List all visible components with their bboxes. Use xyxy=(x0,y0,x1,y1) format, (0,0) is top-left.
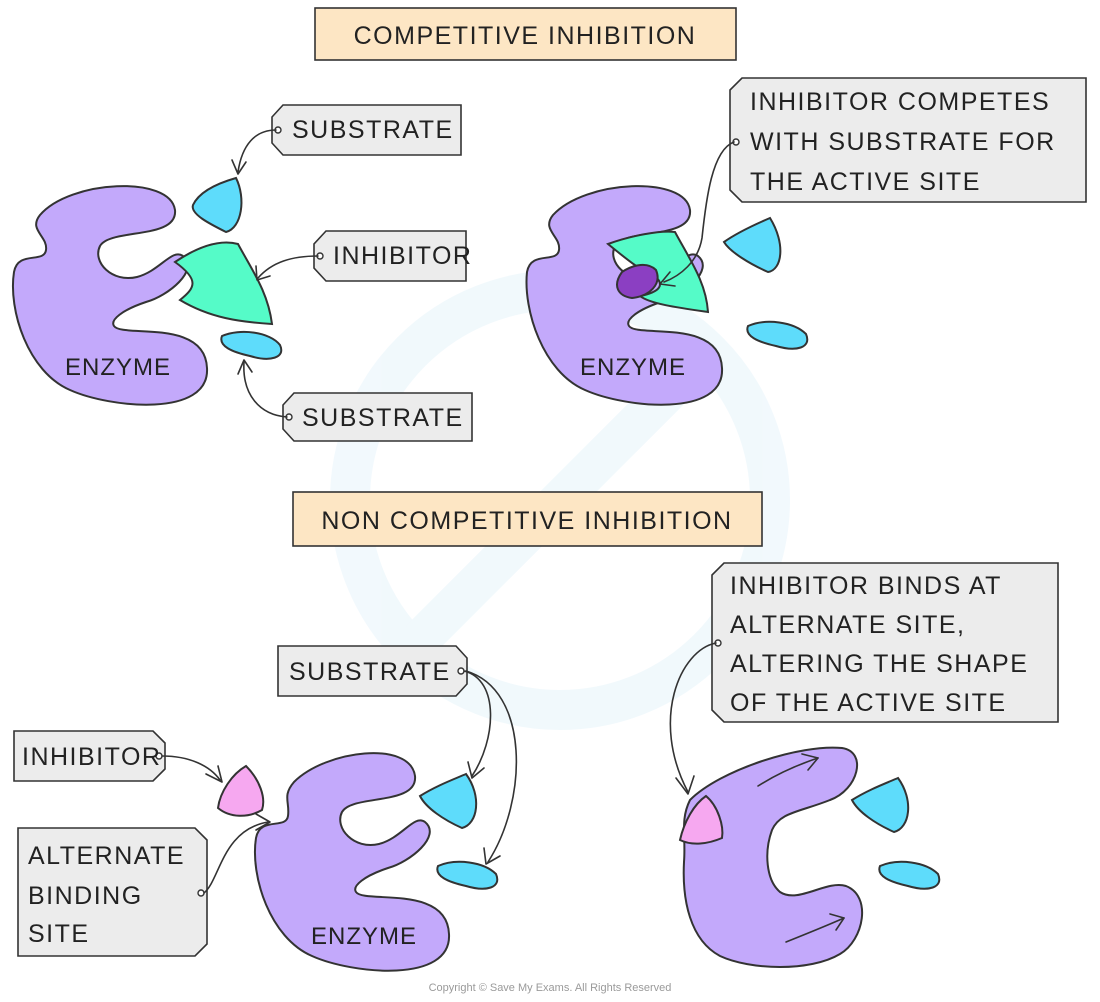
competitive-title: COMPETITIVE INHIBITION xyxy=(314,7,737,61)
enzyme-label: ENZYME xyxy=(65,354,171,381)
substrate-free-bottom xyxy=(878,860,941,890)
substrate-free-bottom xyxy=(746,320,809,350)
noncompetitive-note-line: INHIBITOR BINDS AT xyxy=(730,572,1002,600)
noncompetitive-title: NON COMPETITIVE INHIBITION xyxy=(292,491,763,547)
substrate-bottom-left xyxy=(220,330,283,360)
substrate-bottom-tag: SUBSTRATE xyxy=(237,359,473,442)
enzyme-left-noncompetitive xyxy=(254,752,451,972)
binding-site-line: BINDING xyxy=(28,882,143,910)
competitive-title-text: COMPETITIVE INHIBITION xyxy=(354,22,697,50)
noncompetitive-left-panel: ENZYME SUBSTRATE INHIBITOR ALTERNATE xyxy=(13,645,518,972)
substrate-top-tag: SUBSTRATE xyxy=(231,104,462,175)
inhibitor-label: INHIBITOR xyxy=(333,242,472,270)
inhibitor-in-active-site xyxy=(616,264,659,300)
inhibitor-left-competitive xyxy=(173,241,274,326)
competitive-left-panel: ENZYME SUBSTRATE INHIBITOR SUBSTRATE xyxy=(12,104,473,442)
binding-site-line: ALTERNATE xyxy=(28,842,185,870)
substrate-top-label: SUBSTRATE xyxy=(292,116,454,144)
competitive-note-line: INHIBITOR COMPETES xyxy=(750,88,1050,116)
binding-site-line: SITE xyxy=(28,920,90,948)
enzyme-label: ENZYME xyxy=(311,923,417,950)
copyright-text: Copyright © Save My Exams. All Rights Re… xyxy=(429,982,672,994)
substrate-free-top xyxy=(850,776,910,834)
noncompetitive-title-text: NON COMPETITIVE INHIBITION xyxy=(321,507,732,535)
enzyme-left-competitive xyxy=(12,185,209,406)
inhibitor-label: INHIBITOR xyxy=(22,743,161,771)
noncompetitive-note: INHIBITOR BINDS AT ALTERNATE SITE, ALTER… xyxy=(669,562,1059,795)
substrate-free-bottom xyxy=(436,860,499,890)
competitive-note-line: WITH SUBSTRATE FOR xyxy=(750,128,1056,156)
competitive-note: INHIBITOR COMPETES WITH SUBSTRATE FOR TH… xyxy=(659,77,1087,287)
noncompetitive-right-panel: INHIBITOR BINDS AT ALTERNATE SITE, ALTER… xyxy=(669,562,1059,968)
enzyme-right-noncompetitive xyxy=(682,746,864,968)
binding-site-tag: ALTERNATE BINDING SITE xyxy=(17,813,271,957)
substrate-top-left xyxy=(191,176,243,234)
substrate-label: SUBSTRATE xyxy=(289,658,451,686)
enzyme-label: ENZYME xyxy=(580,354,686,381)
shape-change-arrow-bottom xyxy=(785,917,845,943)
substrate-free-top xyxy=(722,216,782,274)
inhibitor-bound-noncompetitive xyxy=(678,794,724,845)
substrate-free-top xyxy=(418,772,478,830)
substrate-bottom-label: SUBSTRATE xyxy=(302,404,464,432)
noncompetitive-note-line: ALTERING THE SHAPE xyxy=(730,650,1028,678)
substrate-tag-noncompetitive: SUBSTRATE xyxy=(277,645,518,865)
noncompetitive-note-line: OF THE ACTIVE SITE xyxy=(730,689,1007,717)
inhibitor-tag-noncompetitive: INHIBITOR xyxy=(13,730,223,783)
competitive-note-line: THE ACTIVE SITE xyxy=(750,168,981,196)
inhibitor-noncompetitive-free xyxy=(216,764,265,817)
shape-change-arrow-top xyxy=(757,757,819,787)
noncompetitive-note-line: ALTERNATE SITE, xyxy=(730,611,966,639)
competitive-right-panel: ENZYME INHIBITOR COMPETES WITH SUBSTRATE… xyxy=(525,77,1087,406)
inhibitor-tag-competitive: INHIBITOR xyxy=(255,230,472,282)
